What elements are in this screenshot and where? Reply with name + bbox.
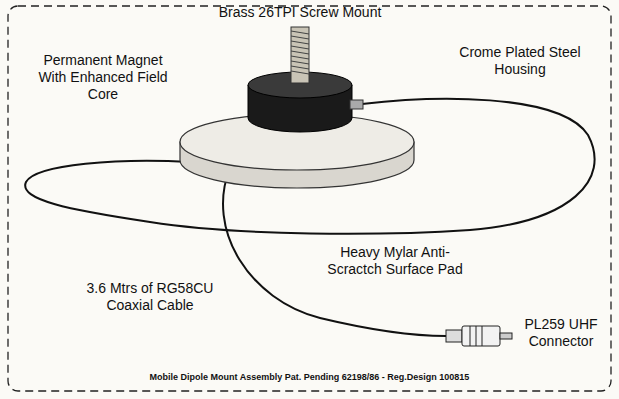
part-label: Permanent Magnet With Enhanced Field Cor… [38, 52, 168, 103]
part-label: Heavy Mylar Anti-Scractch Surface Pad [325, 244, 465, 278]
cable-fitting [350, 100, 363, 109]
pl259-connector [446, 326, 512, 346]
screw-thread [291, 31, 309, 74]
part-label: PL259 UHF Connector [520, 316, 602, 350]
part-label: Brass 26TPI Screw Mount [200, 4, 400, 21]
brass-screw [291, 27, 309, 83]
part-label: 3.6 Mtrs of RG58CU Coaxial Cable [80, 280, 220, 314]
part-label: Crome Plated Steel Housing [455, 44, 585, 78]
footer-note: Mobile Dipole Mount Assembly Pat. Pendin… [20, 372, 599, 383]
dashed-frame [8, 6, 611, 391]
